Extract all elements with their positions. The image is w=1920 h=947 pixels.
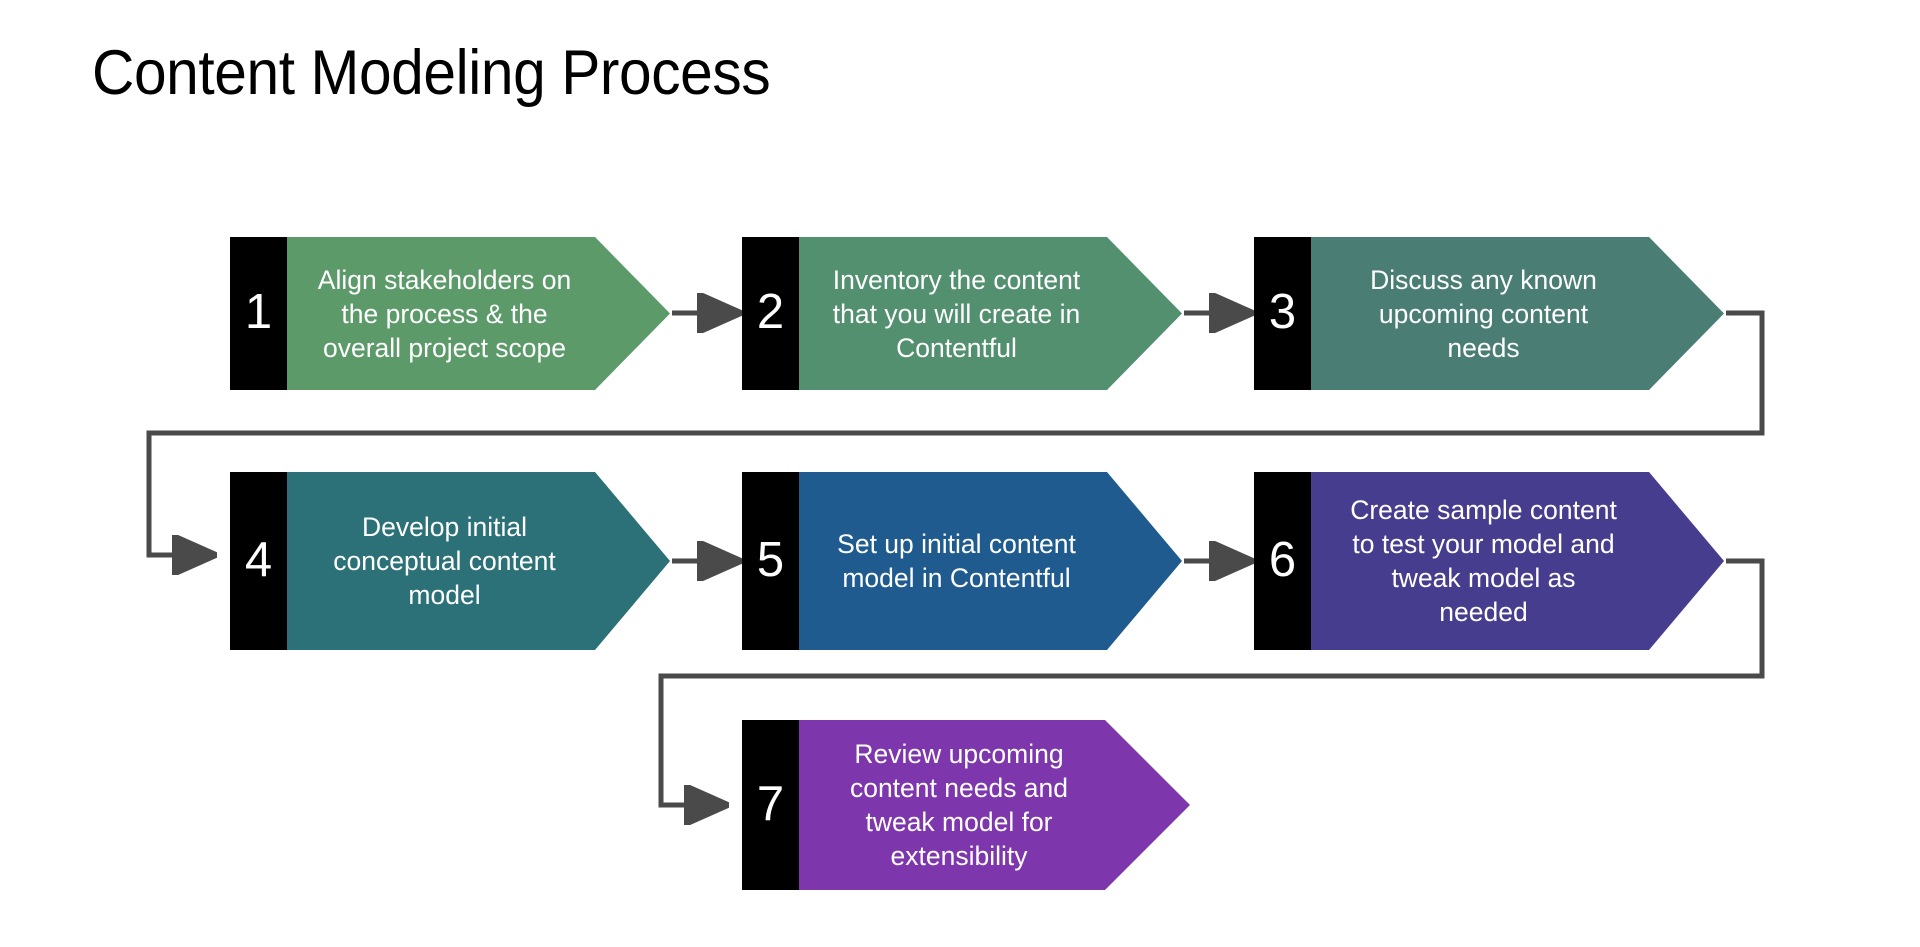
step-2-number: 2 — [756, 285, 785, 339]
step-3-number-block — [1254, 237, 1311, 390]
step-5-label: Set up initial content model in Contentf… — [837, 529, 1076, 593]
step-6-label: Create sample content to test your model… — [1350, 495, 1617, 627]
step-7-shape — [742, 720, 1190, 890]
step-5-number: 5 — [756, 532, 785, 587]
step-6-chevron-fill — [1254, 472, 1724, 650]
process-step-4[interactable]: 4 Develop initial conceptual content mod… — [230, 472, 670, 650]
step-3-shape — [1254, 237, 1724, 390]
page-title: Content Modeling Process — [92, 38, 771, 108]
process-step-7[interactable]: 7 Review upcoming content needs and twea… — [742, 720, 1190, 890]
process-step-2[interactable]: 2 Inventory the content that you will cr… — [742, 237, 1182, 390]
step-7-label: Review upcoming content needs and tweak … — [849, 739, 1069, 871]
step-2-label: Inventory the content that you will crea… — [832, 264, 1081, 363]
step-4-shape — [230, 472, 670, 650]
step-7-chevron-fill — [742, 720, 1190, 890]
step-7-number: 7 — [756, 776, 785, 831]
step-4-label: Develop initial conceptual content model — [333, 512, 556, 610]
process-step-5[interactable]: 5 Set up initial content model in Conten… — [742, 472, 1182, 650]
step-4-chevron-fill — [230, 472, 670, 650]
process-step-1[interactable]: 1 Align stakeholders on the process & th… — [230, 237, 670, 390]
step-1-chevron-fill — [230, 237, 670, 390]
step-1-number: 1 — [244, 285, 273, 339]
step-1-number-block — [230, 237, 287, 390]
step-4-number: 4 — [244, 532, 273, 587]
step-2-chevron-fill — [742, 237, 1182, 390]
step-4-number-block — [230, 472, 287, 650]
step-3-label: Discuss any known upcoming content needs — [1370, 264, 1597, 363]
step-1-label: Align stakeholders on the process & the … — [317, 264, 572, 363]
step-6-shape — [1254, 472, 1724, 650]
step-1-shape — [230, 237, 670, 390]
step-2-shape — [742, 237, 1182, 390]
step-5-shape — [742, 472, 1182, 650]
step-7-number-block — [742, 720, 799, 890]
step-6-number-block — [1254, 472, 1311, 650]
step-2-number-block — [742, 237, 799, 390]
step-5-number-block — [742, 472, 799, 650]
step-5-chevron-fill — [742, 472, 1182, 650]
step-6-number: 6 — [1268, 532, 1297, 587]
step-3-number: 3 — [1268, 285, 1297, 339]
process-step-6[interactable]: 6 Create sample content to test your mod… — [1254, 472, 1724, 650]
step-3-chevron-fill — [1254, 237, 1724, 390]
process-step-3[interactable]: 3 Discuss any known upcoming content nee… — [1254, 237, 1724, 390]
